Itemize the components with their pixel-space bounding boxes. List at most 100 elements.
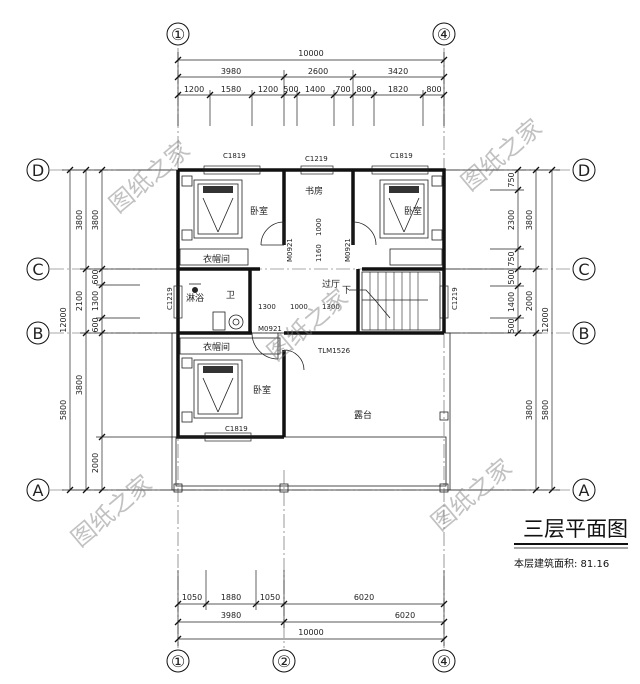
axis-bottom-2: ②: [277, 652, 291, 671]
dim-top-r3: 800: [356, 85, 371, 94]
left-dimensions: 12000 5800 3800 2100 3800 3800 600 1300 …: [59, 166, 178, 494]
dim-top-r2: 3980: [221, 67, 241, 76]
dim-left-mid: 3800: [75, 375, 84, 395]
axis-top-4: ④: [437, 25, 451, 44]
room-bedroom-3: 卧室: [253, 384, 271, 396]
label-m0921-2: M0921: [344, 238, 352, 262]
dim-top-r3: 1820: [388, 85, 408, 94]
axis-right-c: C: [578, 260, 589, 279]
stair-down: 下: [342, 286, 351, 296]
dim-left-mid: 2100: [75, 291, 84, 311]
room-bedroom-2: 卧室: [404, 205, 422, 217]
dim-right-inner: 1400: [507, 292, 516, 312]
dim-left-inner: 3800: [91, 210, 100, 230]
bed-top-left: [181, 175, 243, 241]
dim-right-inner: 500: [507, 269, 516, 284]
dim-right-total: 5800: [541, 400, 550, 420]
label-c1219-1: C1219: [305, 155, 328, 163]
watermark-text: 图纸之家: [426, 453, 518, 536]
dim-left-total: 12000: [59, 307, 68, 332]
dim-right-inner: 750: [507, 251, 516, 266]
plan-title: 三层平面图: [523, 517, 628, 541]
dim-bottom-r3: 1050: [182, 593, 202, 602]
dim-right-inner: 750: [507, 172, 516, 187]
dim-left-inner: 600: [91, 269, 100, 284]
closet-units: [179, 248, 443, 355]
room-terrace: 露台: [354, 409, 372, 421]
bottom-dimensions: 1050 1880 1050 6020 3980 6020 10000: [174, 570, 448, 646]
room-bath: 卫: [226, 291, 235, 301]
label-dim-1300-a: 1300: [258, 303, 276, 311]
axis-grid: [50, 48, 572, 648]
dim-top-r3: 1200: [258, 85, 278, 94]
axis-right-d: D: [578, 161, 590, 180]
columns: [173, 411, 449, 493]
dim-bottom-r2: 6020: [395, 611, 415, 620]
bath-fixtures: [189, 283, 244, 331]
room-bedroom-1: 卧室: [250, 205, 268, 217]
dim-top-r3: 1580: [221, 85, 241, 94]
label-tlm1526: TLM1526: [317, 347, 351, 355]
room-closet-1: 衣帽间: [203, 253, 230, 265]
dim-top-r2: 3420: [388, 67, 408, 76]
axis-right-b: B: [579, 324, 590, 343]
label-c1219-3: C1219: [451, 287, 459, 310]
axis-left-d: D: [32, 161, 44, 180]
dim-left-inner: 1300: [91, 291, 100, 311]
dim-right-inner: 2300: [507, 210, 516, 230]
dim-top-r3: 1400: [305, 85, 325, 94]
axis-top-1: ①: [171, 25, 185, 44]
label-c1819-1: C1819: [223, 152, 246, 160]
dim-top-r2: 2600: [308, 67, 328, 76]
dim-right-total: 12000: [541, 307, 550, 332]
dim-left-total: 5800: [59, 400, 68, 420]
label-c1819-3: C1819: [225, 425, 248, 433]
axis-left-b: B: [33, 324, 44, 343]
dim-bottom-r3: 6020: [354, 593, 374, 602]
room-shower: 淋浴: [186, 292, 204, 304]
bed-top-right: [379, 175, 443, 241]
bed-bottom-left: [181, 357, 243, 423]
label-m0921-1: M0921: [286, 238, 294, 262]
dim-bottom-r2: 3980: [221, 611, 241, 620]
dim-right-mid: 3800: [525, 210, 534, 230]
dim-bottom-total: 10000: [298, 628, 323, 637]
dim-bottom-r3: 1880: [221, 593, 241, 602]
label-dim-1300-b: 1300: [322, 303, 340, 311]
staircase: [350, 271, 441, 331]
room-study: 书房: [305, 185, 323, 197]
watermark-text: 图纸之家: [456, 113, 548, 196]
label-m0921-3: M0921: [258, 325, 282, 333]
room-labels: 卧室 书房 卧室 衣帽间 衣帽间 过厅 下 卫 淋浴 卧室 露台: [186, 185, 422, 421]
dim-top-r3: 700: [335, 85, 350, 94]
title-block: 三层平面图 本层建筑面积: 81.16: [514, 517, 628, 570]
dim-top-r3: 1200: [184, 85, 204, 94]
axis-bubbles: [26, 22, 596, 673]
axis-left-a: A: [33, 481, 44, 500]
label-dim-1160: 1160: [315, 244, 323, 262]
label-dim-1000: 1000: [315, 218, 323, 236]
dim-bottom-r3: 1050: [260, 593, 280, 602]
room-hall: 过厅: [322, 278, 340, 290]
dim-top-total: 10000: [298, 49, 323, 58]
watermark-text: 图纸之家: [66, 469, 158, 552]
dim-right-inner: 500: [507, 318, 516, 333]
axis-bottom-4: ④: [437, 652, 451, 671]
label-c1819-2: C1819: [390, 152, 413, 160]
dim-right-mid: 2000: [525, 291, 534, 311]
dim-top-r3: 500: [283, 85, 298, 94]
axis-bottom-1: ①: [171, 652, 185, 671]
floor-area: 本层建筑面积: 81.16: [514, 557, 609, 570]
dim-top-r3: 800: [426, 85, 441, 94]
label-dim-1000-b: 1000: [290, 303, 308, 311]
walls: [171, 168, 451, 491]
top-dimensions: 10000 3980 2600 3420 1200 1580 1200 500 …: [174, 49, 448, 126]
axis-right-a: A: [579, 481, 590, 500]
dim-right-mid: 3800: [525, 400, 534, 420]
doors: [251, 221, 377, 371]
axis-labels: ① ④ ① ② ④ D C B A D C B A: [32, 25, 590, 671]
dim-left-inner: 2000: [91, 453, 100, 473]
axis-left-c: C: [32, 260, 43, 279]
code-labels: C1819 C1219 C1819 C1819 C1219 C1219 M092…: [166, 152, 459, 433]
